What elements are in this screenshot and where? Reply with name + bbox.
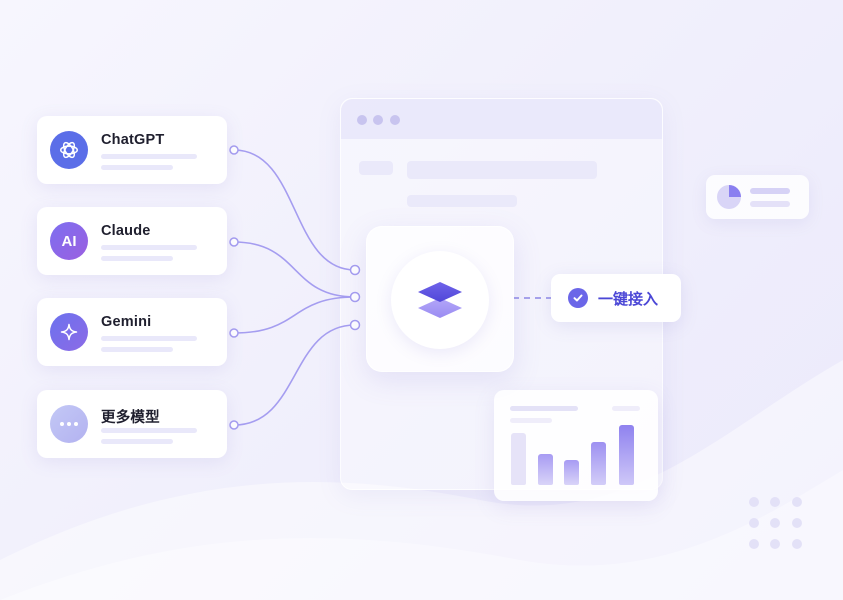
model-card-claude[interactable]: AI Claude	[37, 207, 227, 275]
pie-icon	[717, 185, 790, 209]
decorative-dot-grid	[749, 497, 809, 552]
placeholder-line	[101, 154, 197, 159]
placeholder-line	[407, 195, 517, 207]
placeholder-line	[101, 439, 173, 444]
chart-bar	[591, 442, 606, 485]
chart-bar	[619, 425, 634, 485]
model-name: 更多模型	[101, 410, 160, 426]
connect-label: 一键接入	[598, 290, 659, 308]
chart-bar	[564, 460, 579, 485]
window-dot	[390, 115, 400, 125]
more-dots-icon	[50, 405, 88, 443]
integration-hub	[366, 226, 514, 372]
browser-title-bar	[341, 99, 662, 139]
placeholder-line	[612, 406, 640, 411]
placeholder-line	[101, 347, 173, 352]
placeholder-line	[101, 165, 173, 170]
placeholder-line	[510, 406, 578, 411]
check-circle-icon	[568, 288, 588, 308]
bar-chart-card	[494, 390, 658, 501]
ai-text-icon: AI	[50, 222, 88, 260]
layers-stack-icon	[391, 251, 489, 349]
placeholder-line	[101, 336, 197, 341]
model-card-more[interactable]: 更多模型	[37, 390, 227, 458]
window-dot	[357, 115, 367, 125]
placeholder-line	[101, 428, 197, 433]
model-name: Claude	[101, 223, 151, 239]
placeholder-line	[359, 161, 393, 175]
window-dot	[373, 115, 383, 125]
model-card-gemini[interactable]: Gemini	[37, 298, 227, 366]
model-name: ChatGPT	[101, 132, 165, 148]
chart-bar	[538, 454, 553, 485]
openai-icon	[50, 131, 88, 169]
placeholder-line	[407, 161, 597, 179]
ai-icon-text: AI	[61, 232, 77, 250]
placeholder-line	[510, 418, 552, 423]
placeholder-line	[101, 256, 173, 261]
placeholder-line	[101, 245, 197, 250]
mini-stat-widget	[706, 175, 809, 219]
model-card-chatgpt[interactable]: ChatGPT	[37, 116, 227, 184]
model-name: Gemini	[101, 314, 152, 330]
chart-bar	[511, 433, 526, 485]
one-click-connect-button[interactable]: 一键接入	[551, 274, 681, 322]
sparkle-icon	[50, 313, 88, 351]
